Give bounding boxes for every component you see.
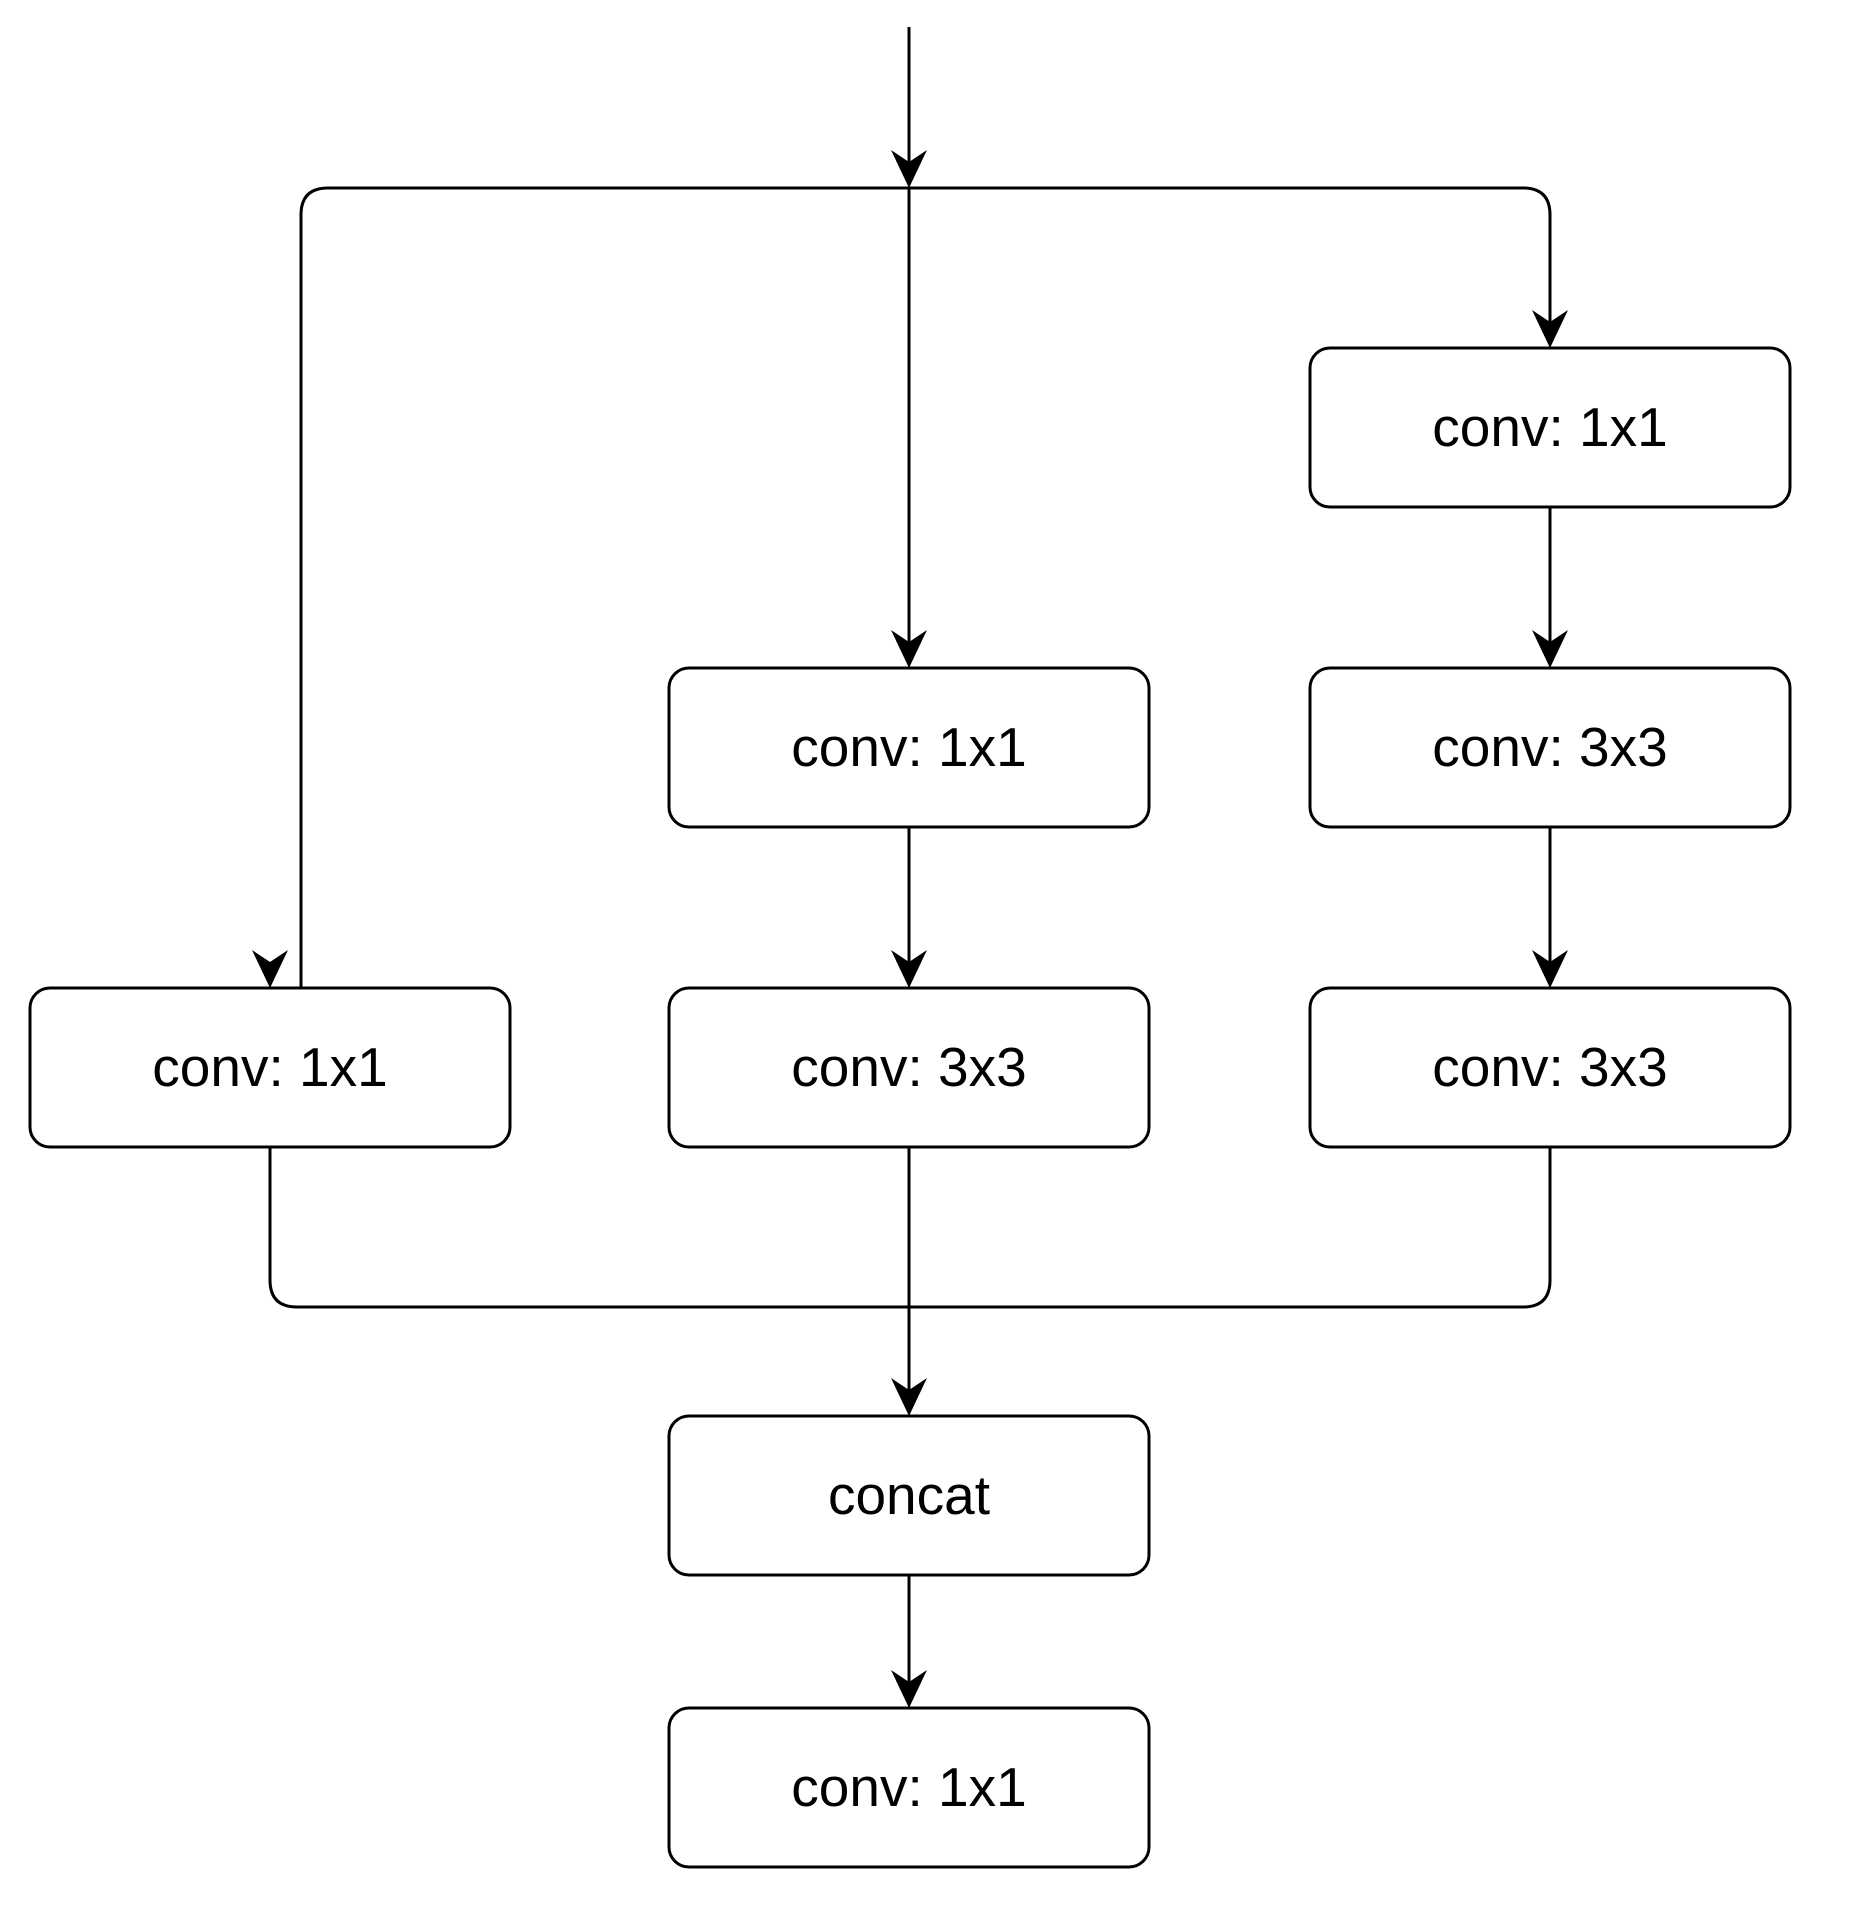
- arrowhead-b1-conv1x1: [252, 950, 288, 988]
- node-label: concat: [828, 1464, 990, 1526]
- node-b3-conv3x3-a: conv: 3x3: [1308, 666, 1792, 829]
- edge-split-bus: [299, 186, 1552, 1050]
- node-b1-conv1x1: conv: 1x1: [28, 986, 512, 1149]
- node-b3-conv3x3-b: conv: 3x3: [1308, 986, 1792, 1149]
- arrowhead-output: [891, 1670, 927, 1708]
- node-concat: concat: [667, 1414, 1151, 1577]
- arrowhead-b3-conv3x3-a: [1532, 630, 1568, 668]
- node-label: conv: 3x3: [1432, 716, 1667, 778]
- arrowhead-b3-conv1x1: [1532, 310, 1568, 348]
- arrowhead-b2-conv1x1: [891, 630, 927, 668]
- arrowhead-b2-conv3x3: [891, 950, 927, 988]
- node-label: conv: 3x3: [1432, 1036, 1667, 1098]
- node-label: conv: 1x1: [791, 1756, 1026, 1818]
- node-b2-conv1x1: conv: 1x1: [667, 666, 1151, 829]
- arrowhead-concat: [891, 1378, 927, 1416]
- edges: [268, 27, 1552, 1685]
- node-label: conv: 3x3: [791, 1036, 1026, 1098]
- arrowhead-input: [891, 150, 927, 188]
- node-b2-conv3x3: conv: 3x3: [667, 986, 1151, 1149]
- arrowhead-b3-conv3x3-b: [1532, 950, 1568, 988]
- node-output-conv1x1: conv: 1x1: [667, 1706, 1151, 1869]
- node-label: conv: 1x1: [152, 1036, 387, 1098]
- arrowheads: [252, 150, 1568, 1708]
- node-b3-conv1x1: conv: 1x1: [1308, 346, 1792, 509]
- node-label: conv: 1x1: [1432, 396, 1667, 458]
- node-label: conv: 1x1: [791, 716, 1026, 778]
